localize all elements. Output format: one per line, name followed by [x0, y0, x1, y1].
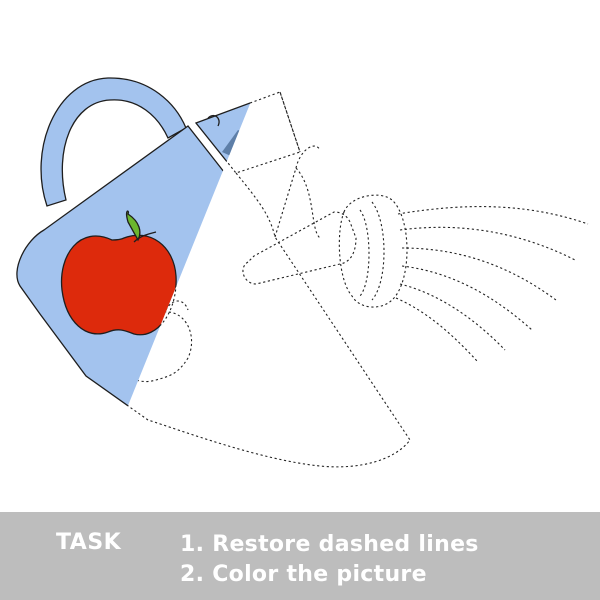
watering-can-illustration — [16, 77, 589, 468]
task-steps: 1. Restore dashed lines 2. Color the pic… — [180, 530, 479, 590]
leaf — [125, 210, 141, 242]
apple — [60, 234, 177, 336]
spout-rim — [207, 114, 220, 127]
apple-stem — [133, 231, 157, 243]
task-label: TASK — [56, 530, 122, 555]
colored-half — [16, 77, 292, 421]
task-step-1: 1. Restore dashed lines — [180, 532, 479, 557]
task-step-2: 2. Color the picture — [180, 562, 427, 587]
task-bar: TASK 1. Restore dashed lines 2. Color th… — [0, 512, 600, 600]
